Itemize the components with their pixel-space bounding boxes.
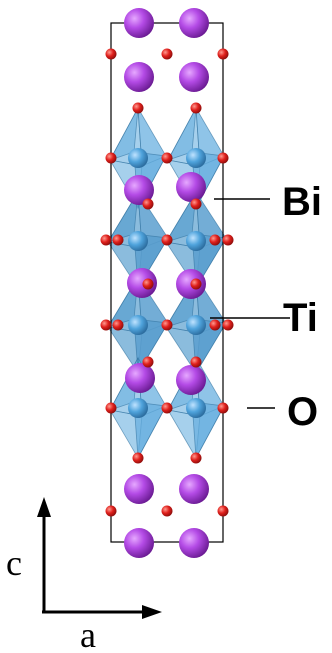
titanium-atom — [186, 398, 206, 418]
bi-label: Bi — [282, 180, 322, 224]
axis-indicator: c a — [6, 497, 162, 653]
o-label: O — [287, 390, 318, 434]
bismuth-atom — [179, 62, 209, 92]
ti-label: Ti — [283, 296, 318, 340]
tio6-octahedra — [107, 106, 227, 460]
oxygen-atom — [105, 48, 117, 60]
oxygen-atom — [217, 402, 229, 414]
titanium-atom — [186, 315, 206, 335]
titanium-atom — [128, 398, 148, 418]
oxygen-atom — [217, 505, 229, 517]
octahedron-face — [109, 107, 139, 161]
oxygen-atom — [209, 319, 221, 331]
titanium-atom — [128, 148, 148, 168]
oxygen-atom — [190, 198, 202, 210]
bismuth-atom — [124, 175, 154, 205]
octahedron-face — [165, 191, 197, 243]
oxygen-atom — [217, 152, 229, 164]
oxygen-atom — [105, 505, 117, 517]
oxygen-atom — [190, 278, 202, 290]
titanium-atom — [186, 148, 206, 168]
oxygen-atom — [161, 319, 173, 331]
bismuth-atom — [125, 363, 155, 393]
oxygen-atom — [142, 278, 154, 290]
oxygen-atom — [190, 102, 202, 114]
octahedron-face — [167, 107, 197, 161]
c-axis-label: c — [6, 543, 22, 583]
titanium-atom — [128, 231, 148, 251]
oxygen-atom — [161, 402, 173, 414]
unit-cell-outline — [110, 22, 224, 543]
oxygen-atom — [132, 452, 144, 464]
oxygen-atom — [142, 356, 154, 368]
atoms — [100, 8, 234, 558]
oxygen-atom — [222, 234, 234, 246]
c-axis-arrowhead — [37, 497, 51, 517]
oxygen-atom — [209, 234, 221, 246]
bismuth-atom — [179, 474, 209, 504]
bismuth-atom — [179, 528, 209, 558]
oxygen-atom — [190, 452, 202, 464]
bismuth-atom — [176, 172, 206, 202]
bismuth-atom — [124, 528, 154, 558]
bismuth-atom — [179, 8, 209, 38]
oxygen-atom — [190, 356, 202, 368]
bismuth-atom — [124, 474, 154, 504]
oxygen-atom — [161, 505, 173, 517]
bismuth-atom — [124, 8, 154, 38]
octahedron — [165, 190, 227, 290]
oxygen-atom — [161, 48, 173, 60]
bismuth-atom — [176, 365, 206, 395]
bismuth-atom — [124, 62, 154, 92]
titanium-atom — [186, 231, 206, 251]
oxygen-atom — [161, 152, 173, 164]
oxygen-atom — [112, 234, 124, 246]
oxygen-atom — [105, 152, 117, 164]
a-axis-arrowhead — [142, 605, 162, 619]
oxygen-atom — [142, 198, 154, 210]
oxygen-atom — [161, 234, 173, 246]
oxygen-atom — [100, 319, 112, 331]
bismuth-atom — [127, 268, 157, 298]
oxygen-atom — [100, 234, 112, 246]
oxygen-atom — [222, 319, 234, 331]
oxygen-atom — [132, 102, 144, 114]
titanium-atom — [128, 315, 148, 335]
oxygen-atom — [112, 319, 124, 331]
a-axis-label: a — [80, 615, 96, 653]
oxygen-atom — [217, 48, 229, 60]
oxygen-atom — [105, 402, 117, 414]
